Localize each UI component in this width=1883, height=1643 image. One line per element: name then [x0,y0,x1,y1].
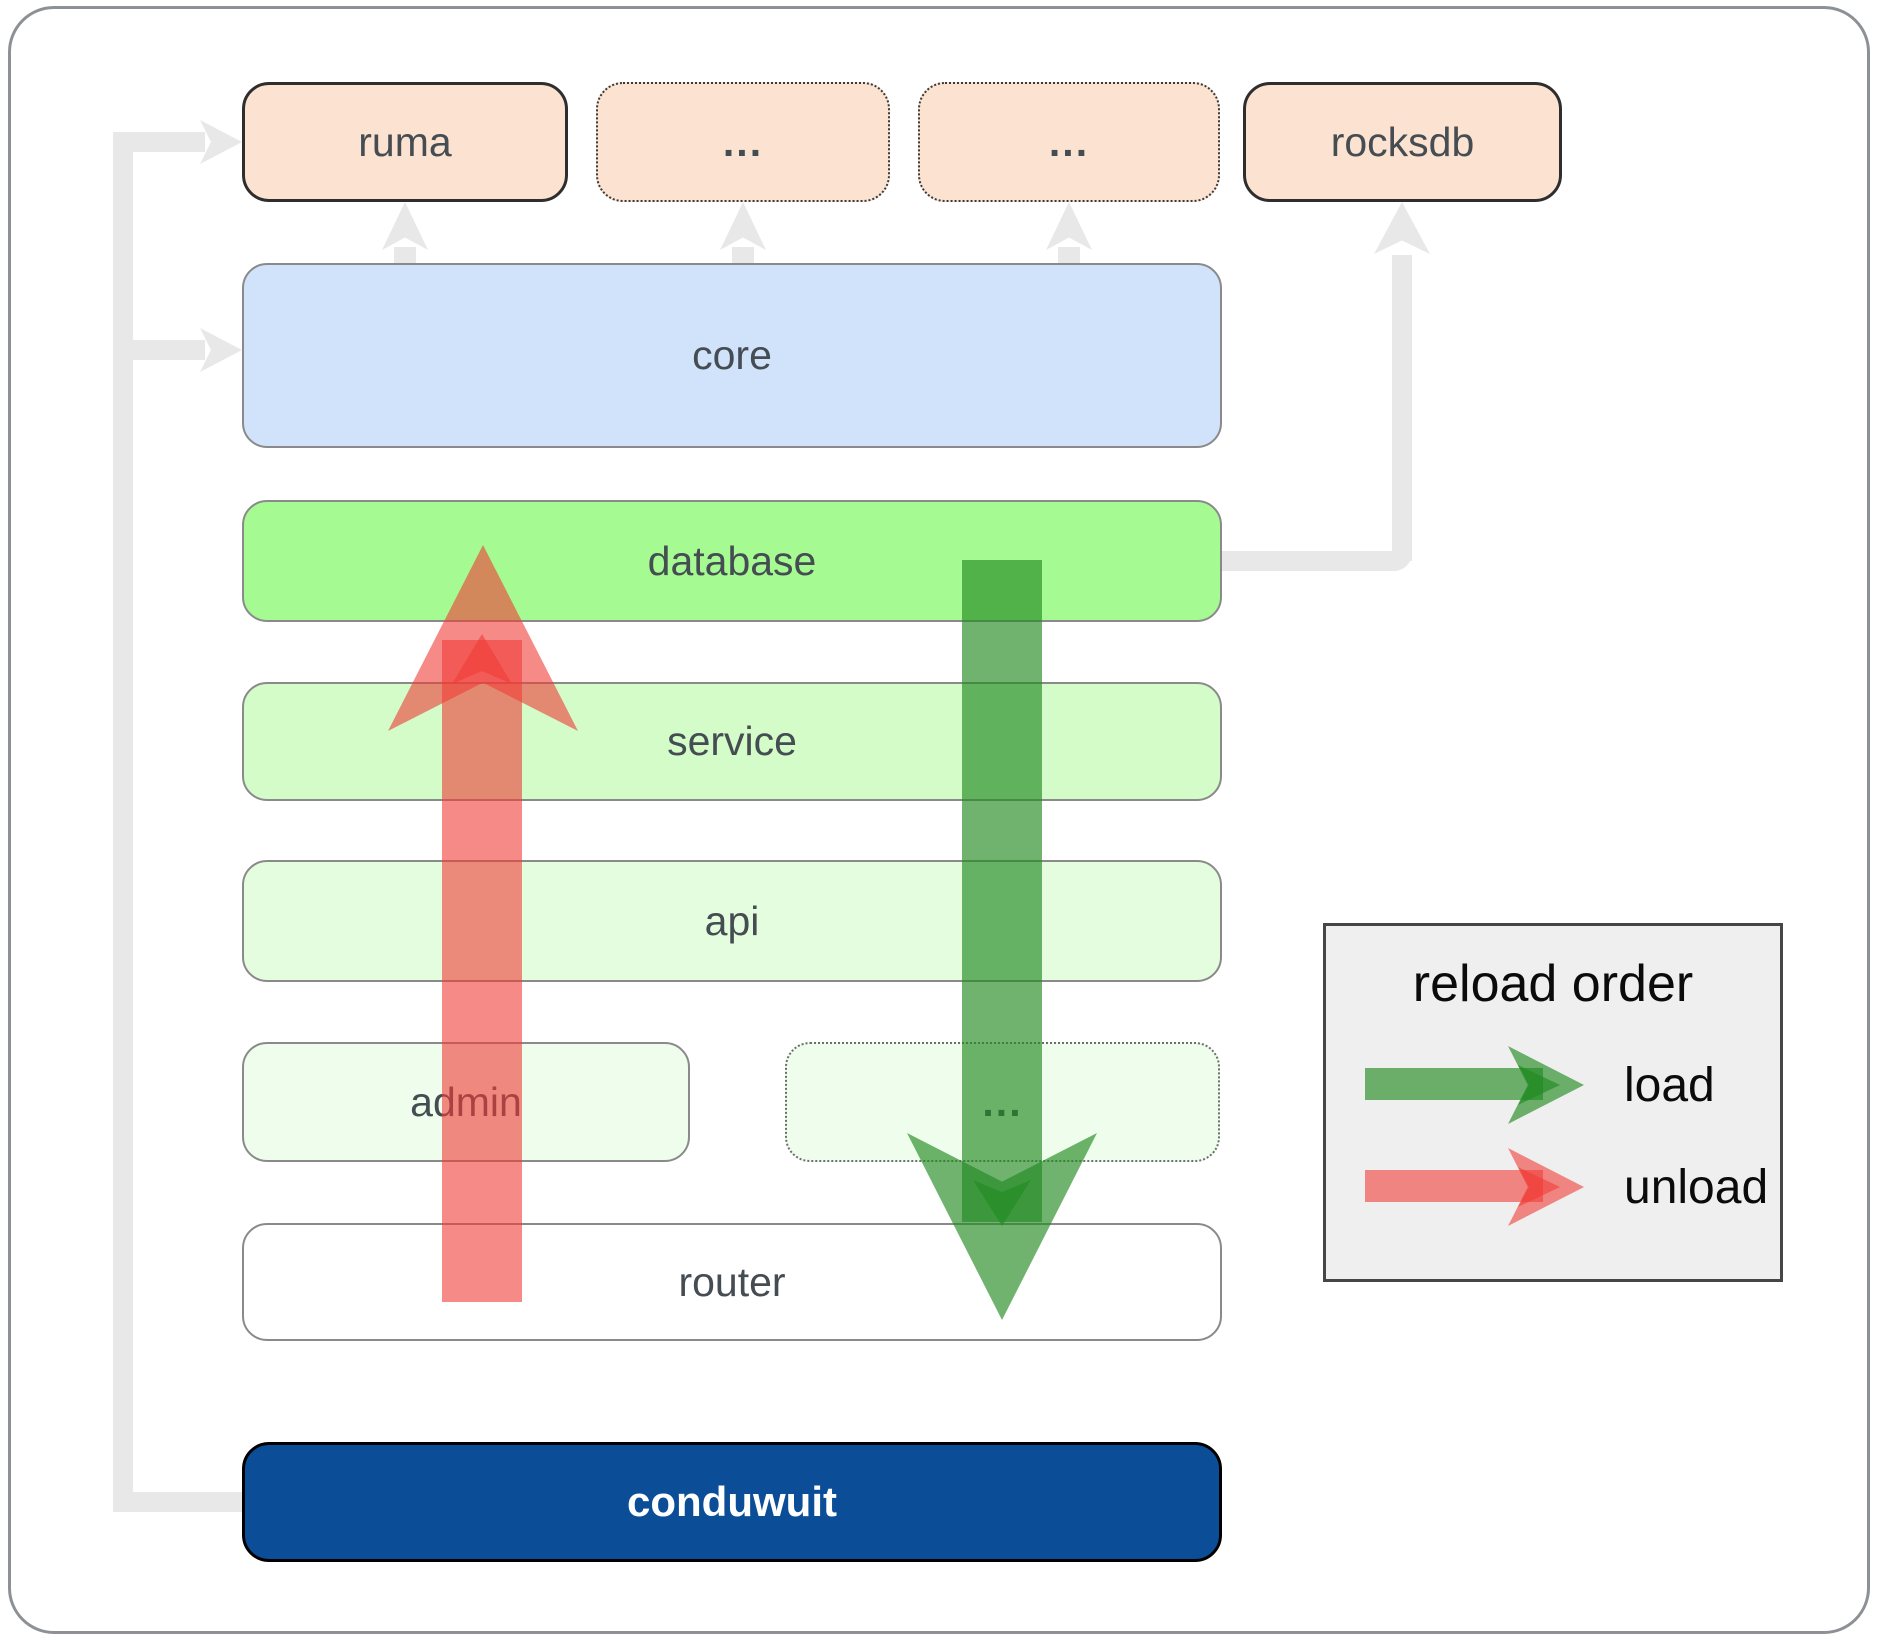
database-to-rocksdb-horizontal [1222,551,1412,571]
legend-unload-label: unload [1624,1161,1769,1214]
legend-load-arrow-body [1365,1068,1543,1100]
node-core: core [242,263,1222,448]
node-dots-top-1: ... [596,82,890,202]
node-router-label: router [678,1258,786,1305]
node-rocksdb: rocksdb [1243,82,1562,202]
node-ruma: ruma [242,82,568,202]
node-conduwuit-label: conduwuit [627,1478,837,1525]
legend-title: reload order [1412,955,1694,1013]
node-core-label: core [692,332,772,378]
core-to-ruma-stem [394,247,416,265]
node-router: router [242,1223,1222,1341]
node-dots-top-2: ... [918,82,1220,202]
node-conduwuit: conduwuit [242,1442,1222,1562]
core-to-dots1-stem [732,247,754,265]
unload-arrow-body [442,640,522,1302]
database-to-rocksdb-vertical [1392,255,1412,561]
node-service: service [242,682,1222,801]
left-connector-mid-segment [113,340,205,360]
legend-unload-arrow-body [1365,1170,1543,1202]
node-database: database [242,500,1222,622]
left-connector-top-segment [113,132,205,152]
left-connector-vertical-line [113,132,133,1512]
node-api-label: api [704,897,760,944]
legend-reload-order: reload order load unload [1323,923,1783,1282]
legend-load-label: load [1624,1059,1715,1112]
node-rocksdb-label: rocksdb [1330,118,1475,165]
node-database-label: database [647,537,817,584]
load-arrow-body [962,560,1042,1222]
outer-frame [8,6,1870,1634]
node-dots-top-1-label: ... [722,118,764,165]
node-ruma-label: ruma [358,118,452,165]
node-dots-top-2-label: ... [1048,118,1090,165]
node-service-label: service [667,718,797,764]
left-connector-bottom-segment [113,1492,244,1512]
node-api: api [242,860,1222,982]
core-to-dots2-stem [1058,247,1080,265]
